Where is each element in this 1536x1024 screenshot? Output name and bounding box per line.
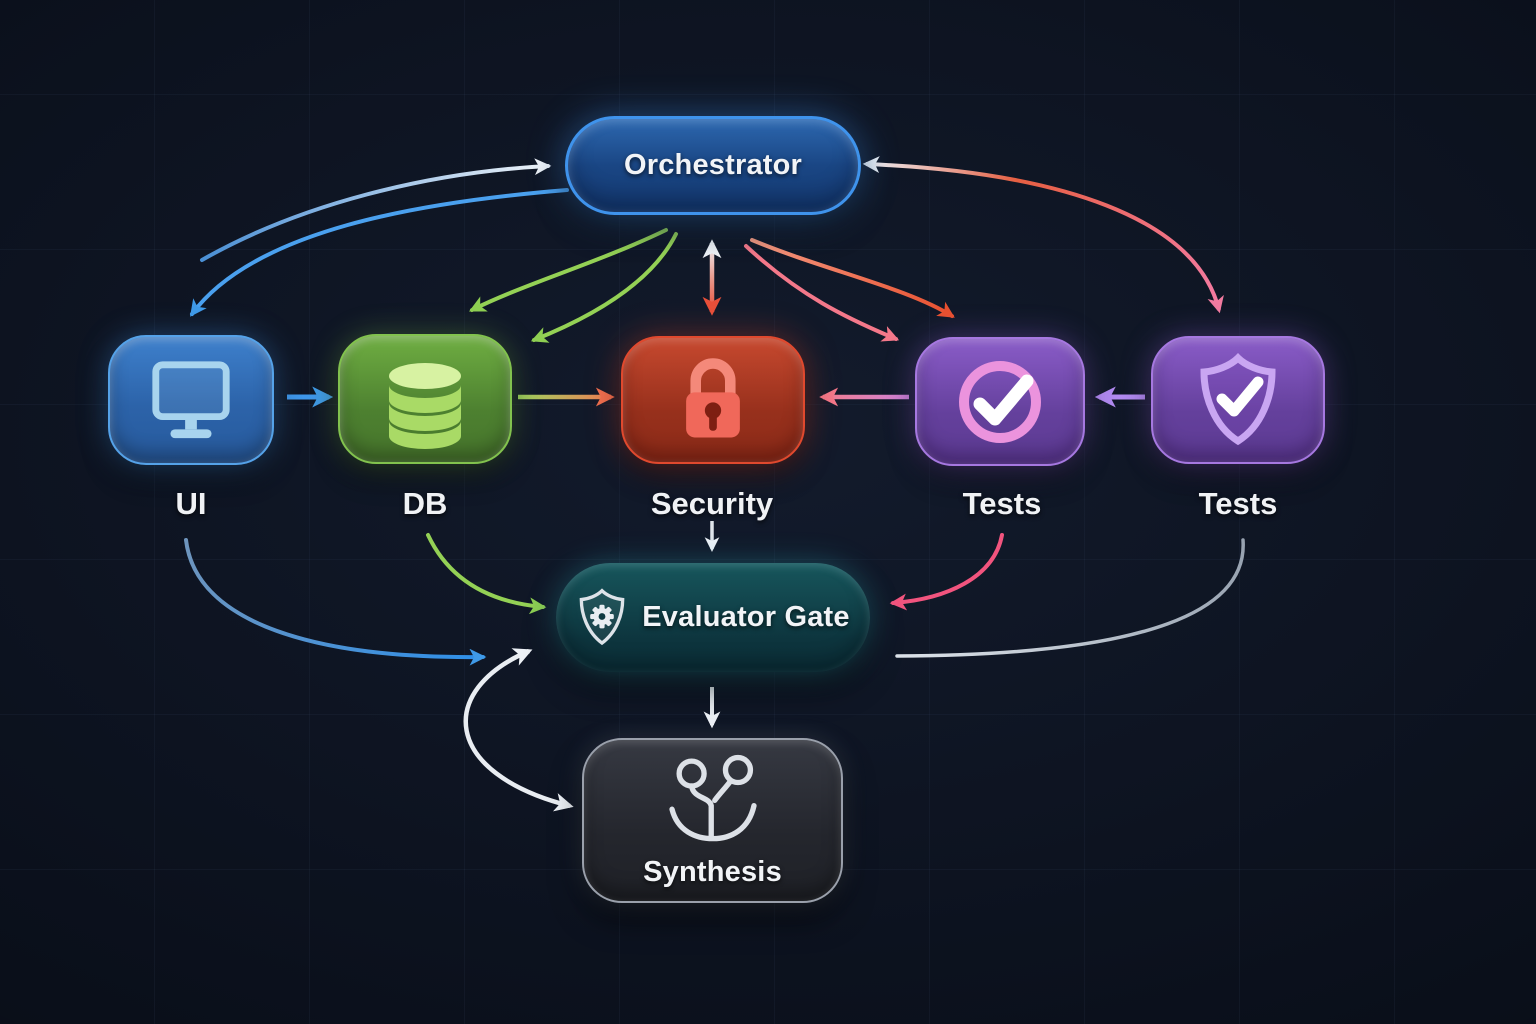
node-security — [621, 336, 805, 464]
node-tests-check — [915, 337, 1085, 466]
edge-evaluator-synthesis-loop — [463, 648, 574, 812]
shield-check-icon — [1200, 353, 1276, 446]
node-db — [338, 334, 512, 464]
node-security-label: Security — [650, 486, 774, 521]
monitor-icon — [152, 361, 230, 439]
edge-orchestrator-to-ui — [190, 188, 569, 317]
edge-db-to-evaluator — [426, 533, 547, 615]
edge-orchestrator-to-db-a — [468, 228, 668, 312]
merge-icon — [668, 754, 757, 842]
edge-tests-check-to-evaluator — [889, 533, 1004, 611]
node-evaluator-gate: Evaluator Gate — [556, 563, 870, 672]
lock-icon — [686, 358, 740, 438]
node-orchestrator: Orchestrator — [565, 116, 861, 215]
node-synthesis: Synthesis — [582, 738, 843, 903]
edge-orchestrator-to-tests-check-b — [744, 244, 900, 342]
node-tests-check-label: Tests — [962, 486, 1042, 521]
node-db-label: DB — [402, 486, 448, 521]
node-synthesis-label: Synthesis — [643, 856, 782, 888]
database-icon — [389, 363, 461, 449]
edge-ui-to-orchestrator — [200, 158, 552, 262]
node-orchestrator-label: Orchestrator — [623, 149, 803, 181]
node-evaluator-gate-label: Evaluator Gate — [642, 601, 850, 633]
shield-gear-icon — [579, 587, 625, 645]
edge-orchestrator-to-db-b — [530, 232, 678, 343]
node-ui-label: UI — [175, 486, 207, 521]
node-ui — [108, 335, 274, 465]
edge-ui-to-evaluator — [184, 538, 487, 666]
edge-tests-shield-to-evaluator — [895, 538, 1245, 658]
node-tests-shield-label: Tests — [1198, 486, 1278, 521]
edge-orchestrator-tests-shield-bidirectional — [862, 156, 1224, 314]
node-tests-shield — [1151, 336, 1325, 464]
circle-check-icon — [959, 360, 1041, 443]
